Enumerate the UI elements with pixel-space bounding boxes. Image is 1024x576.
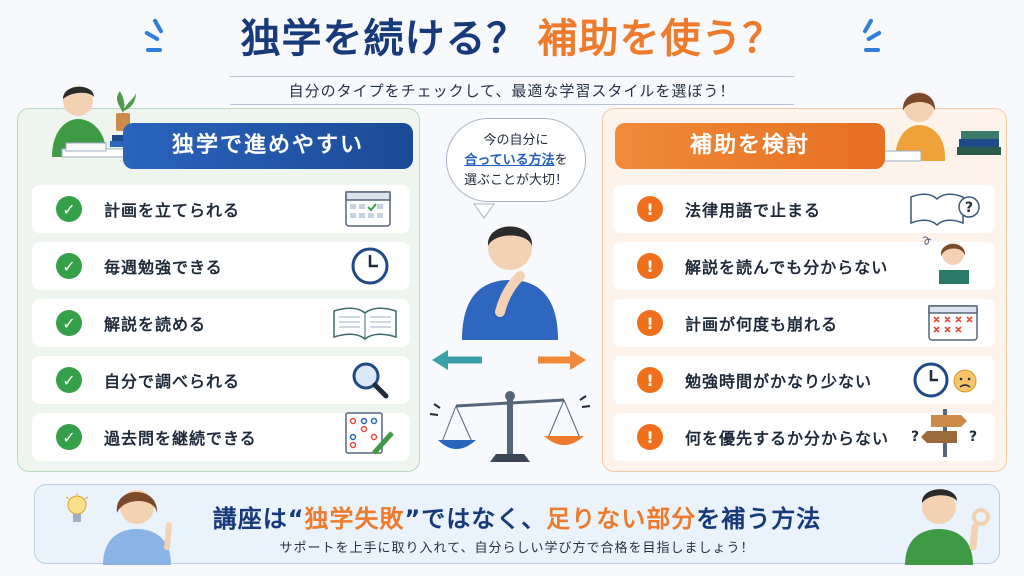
confused-reader-icon [922, 236, 969, 284]
item-label: 過去問を継続できる [104, 429, 257, 448]
support-panel: 補助を検討 ! 法律用語で止まる ? ! 解説を読んでも分からない [602, 92, 1007, 472]
check-icon: ✓ [56, 367, 82, 393]
item-label: 自分で調べられる [104, 372, 241, 391]
balance-scale-icon [429, 391, 591, 462]
support-item: ! 法律用語で止まる ? [613, 185, 995, 233]
open-book-icon [333, 307, 397, 340]
banner-subtext: サポートを上手に取り入れて、自分らしい学び方で合格を目指しましょう！ [279, 541, 755, 556]
bottom-banner: 講座は“独学失敗”ではなく、足りない部分を補う方法 サポートを上手に取り入れて、… [34, 484, 1000, 565]
svg-text:?: ? [911, 429, 919, 445]
banner-part-b: 独学失敗 [304, 505, 405, 533]
self-study-item: ✓ 毎週勉強できる [32, 242, 410, 290]
self-study-panel: 独学で進めやすい ✓ 計画を立てられる ✓ 毎週勉強できる [17, 86, 420, 472]
banner-part-c: ”ではなく、 [404, 505, 547, 533]
banner-part-e: を補う方法 [696, 505, 822, 533]
woman-illustration [103, 490, 172, 565]
self-study-item: ✓ 自分で調べられる [32, 356, 410, 404]
man-ok-illustration [905, 489, 990, 565]
speech-bubble: 今の自分に 合っている方法を 選ぶことが大切！ [446, 118, 586, 202]
support-heading: 補助を検討 [615, 123, 885, 169]
title-part2: 補助を使う？ [537, 16, 784, 62]
thinking-woman-illustration [865, 92, 1001, 162]
subtitle: 自分のタイプをチェックして、最適な学習スタイルを選ぼう！ [230, 76, 794, 105]
item-label: 解説を読んでも分からない [685, 258, 889, 277]
support-item: ! 計画が何度も崩れる [613, 299, 995, 347]
signpost-icon: ? ? [911, 409, 977, 457]
item-label: 計画を立てられる [104, 201, 241, 220]
item-label: 計画が何度も崩れる [685, 315, 839, 334]
arrow-right-icon [538, 350, 586, 370]
self-study-item: ✓ 過去問を継続できる [32, 412, 410, 461]
item-label: 法律用語で止まる [685, 201, 822, 220]
item-label: 勉強時間がかなり少ない [685, 372, 873, 391]
calendar-cross-icon [928, 305, 978, 341]
exclamation-icon: ! [637, 196, 663, 222]
check-icon: ✓ [56, 310, 82, 336]
magnifier-icon [352, 362, 389, 399]
thinking-man-illustration [462, 226, 558, 340]
arrow-left-icon [432, 350, 482, 370]
support-item: ! 解説を読んでも分からない [613, 236, 995, 290]
title-part1: 独学を続ける？ [240, 16, 528, 62]
bubble-line3: 選ぶことが大切！ [463, 173, 568, 188]
svg-text:?: ? [965, 200, 973, 216]
item-label: 解説を読める [104, 315, 207, 334]
check-icon: ✓ [56, 196, 82, 222]
exclamation-icon: ! [637, 310, 663, 336]
self-study-heading: 独学で進めやすい [123, 123, 413, 169]
banner-part-d: 足りない部分 [546, 505, 697, 533]
item-label: 毎週勉強できる [104, 258, 223, 277]
center-illustration [429, 203, 591, 462]
bubble-line1: 今の自分に [483, 133, 549, 148]
banner-part-a: 講座は“ [212, 505, 305, 533]
support-item: ! 勉強時間がかなり少ない [613, 356, 995, 404]
calendar-check-icon [345, 191, 391, 227]
answer-sheet-icon [345, 412, 394, 455]
item-label: 何を優先するか分からない [685, 429, 890, 448]
clock-icon [351, 247, 389, 285]
self-study-item: ✓ 計画を立てられる [32, 185, 410, 233]
lightbulb-icon [65, 493, 89, 522]
exclamation-icon: ! [637, 424, 663, 450]
bubble-line2-rest: を [554, 153, 568, 168]
bubble-emphasis: 合っている方法 [464, 153, 555, 168]
exclamation-icon: ! [637, 367, 663, 393]
support-item: ! 何を優先するか分からない ? ? [613, 409, 995, 461]
page-title: 独学を続ける？補助を使う？ [0, 14, 1024, 64]
bubble-line2: 合っている方法を [447, 151, 585, 171]
banner-message: 講座は“独学失敗”ではなく、足りない部分を補う方法 [35, 499, 999, 534]
book-question-icon: ? [910, 193, 980, 227]
check-icon: ✓ [56, 424, 82, 450]
svg-text:?: ? [969, 429, 977, 445]
exclamation-icon: ! [637, 253, 663, 279]
self-study-item: ✓ 解説を読める [32, 299, 410, 347]
check-icon: ✓ [56, 253, 82, 279]
clock-sad-icon [913, 362, 977, 398]
